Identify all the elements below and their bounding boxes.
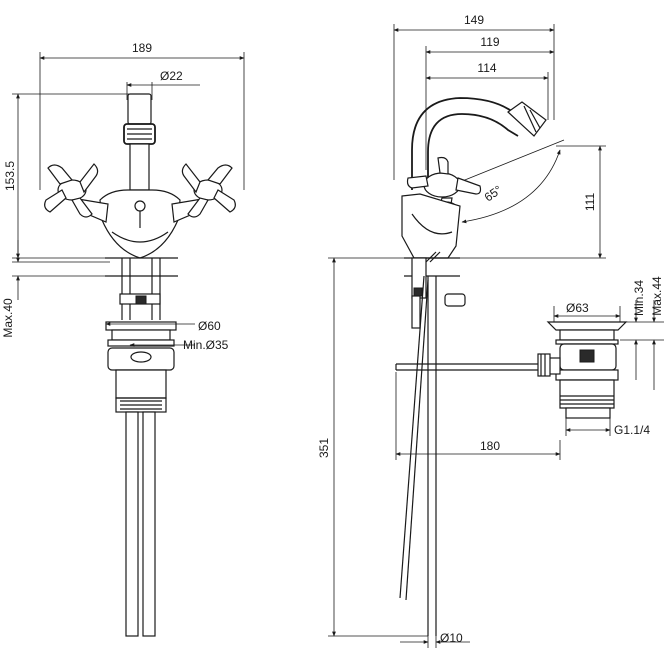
- waste-connector: [537, 353, 561, 377]
- front-supply-pipes: [125, 411, 156, 637]
- side-spout: [411, 97, 547, 190]
- waste-max-height-label: Max.44: [650, 276, 664, 316]
- front-view: 189 Ø22 153.5 Max.40: [1, 41, 245, 637]
- front-nut: [107, 347, 175, 413]
- front-left-handle: [44, 163, 109, 223]
- side-handle-reach-dimension: 114: [425, 61, 549, 120]
- front-width-label: 189: [132, 41, 152, 55]
- waste-plug-diameter-label: Ø63: [566, 301, 589, 315]
- side-angle-label: 65°: [482, 182, 505, 204]
- front-max-thickness-dimension: Max.40: [1, 240, 110, 338]
- waste-plug-diameter-dimension: Ø63: [553, 301, 621, 322]
- front-body: [99, 189, 181, 259]
- side-supply-pipe: [399, 275, 437, 636]
- waste-thread-label: G1.1/4: [614, 423, 650, 437]
- side-pipe-diameter-dimension: Ø10: [400, 631, 470, 648]
- side-spout-reach-dimension: 119: [425, 35, 555, 170]
- front-max-thickness-label: Max.40: [1, 298, 15, 338]
- waste-plug: [546, 321, 628, 381]
- side-rod-length-label: 180: [480, 439, 500, 453]
- waste-thread-dimension: G1.1/4: [565, 418, 650, 437]
- front-shank: [105, 258, 177, 347]
- side-linkage: [411, 251, 466, 329]
- side-spout-height-dimension: 111: [460, 145, 606, 259]
- side-handle-reach-label: 114: [477, 61, 496, 75]
- side-total-height-dimension: 351: [317, 257, 428, 637]
- side-view: 149 119 114 111 65°: [317, 13, 606, 648]
- side-pull-rod: [395, 363, 548, 371]
- waste-height-dimensions: Min.34 Max.44: [620, 276, 664, 390]
- side-pipe-diameter-label: Ø10: [440, 631, 463, 645]
- side-body: [401, 193, 461, 259]
- front-spout-diameter-dimension: Ø22: [126, 69, 200, 100]
- front-right-handle: [171, 163, 236, 223]
- front-height-dimension: 153.5: [3, 93, 130, 259]
- front-height-label: 153.5: [3, 161, 17, 191]
- side-total-height-label: 351: [317, 438, 331, 458]
- waste-body: [559, 379, 615, 419]
- side-overall-reach-dimension: 149: [393, 13, 555, 180]
- side-spout-reach-label: 119: [480, 35, 499, 49]
- side-spout-height-label: 111: [583, 193, 597, 212]
- front-flange-dimensions: Ø60 Min.Ø35: [105, 319, 229, 352]
- waste-min-height-label: Min.34: [632, 280, 646, 316]
- front-min-hole-label: Min.Ø35: [183, 338, 229, 352]
- front-spout: [123, 93, 156, 191]
- side-rod-length-dimension: 180: [395, 372, 561, 460]
- waste-view: Ø63 Min.34 Max.44: [537, 276, 664, 437]
- side-overall-reach-label: 149: [464, 13, 484, 27]
- front-spout-diameter-label: Ø22: [160, 69, 183, 83]
- front-width-dimension: 189: [39, 41, 245, 190]
- front-flange-diameter-label: Ø60: [198, 319, 221, 333]
